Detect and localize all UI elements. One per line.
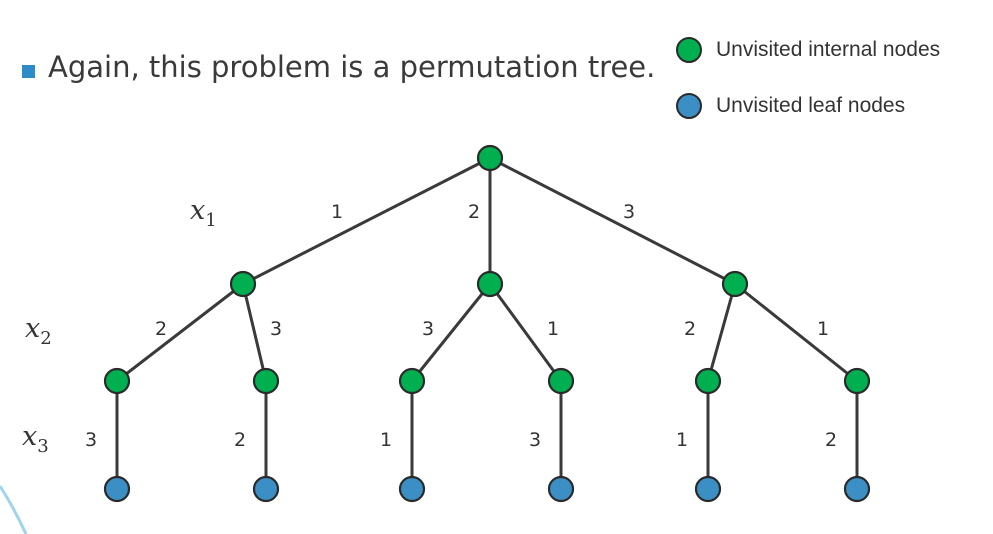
legend-label-leaf: Unvisited leaf nodes (716, 94, 906, 117)
edge-label: 2 (155, 318, 167, 340)
edge-label: 3 (623, 201, 635, 223)
edge-label: 2 (684, 318, 696, 340)
edge-label: 1 (676, 429, 688, 451)
internal-node (843, 367, 871, 395)
edge-label: 3 (270, 318, 282, 340)
internal-node (721, 270, 749, 298)
internal-node (694, 367, 722, 395)
tree-labels: 1 2 3 3 2 2 3 1 1 3 3 2 1 1 2 x1 x2 x3 (22, 195, 837, 457)
variable-label: x1 (190, 195, 217, 231)
edge-label: 1 (817, 318, 829, 340)
variable-label: x3 (22, 421, 49, 457)
legend-leaf-node-icon (676, 93, 702, 119)
leaf-node (103, 475, 131, 503)
tree-nodes (103, 144, 871, 503)
leaf-node (843, 475, 871, 503)
leaf-node (547, 475, 575, 503)
internal-node (398, 367, 426, 395)
root-node (476, 144, 504, 172)
edge-label: 3 (422, 318, 434, 340)
internal-node (252, 367, 280, 395)
edge-label: 1 (547, 318, 559, 340)
internal-node (103, 367, 131, 395)
bullet-square-icon (22, 65, 35, 78)
tree-edge (489, 156, 736, 286)
tree-edge (488, 283, 563, 382)
edge-label: 3 (85, 429, 97, 451)
legend-label-internal: Unvisited internal nodes (716, 38, 941, 61)
edge-label: 2 (468, 201, 480, 223)
internal-node (547, 367, 575, 395)
tree-edges (115, 156, 859, 489)
internal-node (476, 270, 504, 298)
variable-label: x2 (25, 313, 52, 349)
leaf-node (694, 475, 722, 503)
tree-edge (116, 282, 244, 383)
bullet-text: Again, this problem is a permutation tre… (48, 50, 656, 84)
edge-label: 1 (331, 201, 343, 223)
leaf-node (252, 475, 280, 503)
edge-label: 2 (825, 429, 837, 451)
edge-label: 2 (234, 429, 246, 451)
tree-edge (242, 156, 491, 286)
tree-edge (241, 283, 268, 382)
tree-edge (706, 283, 737, 382)
internal-node (229, 270, 257, 298)
edge-label: 3 (529, 429, 541, 451)
legend-internal-node-icon (676, 37, 702, 63)
tree-edge (734, 282, 858, 383)
tree-edge (410, 283, 492, 382)
leaf-node (398, 475, 426, 503)
edge-label: 1 (380, 429, 392, 451)
